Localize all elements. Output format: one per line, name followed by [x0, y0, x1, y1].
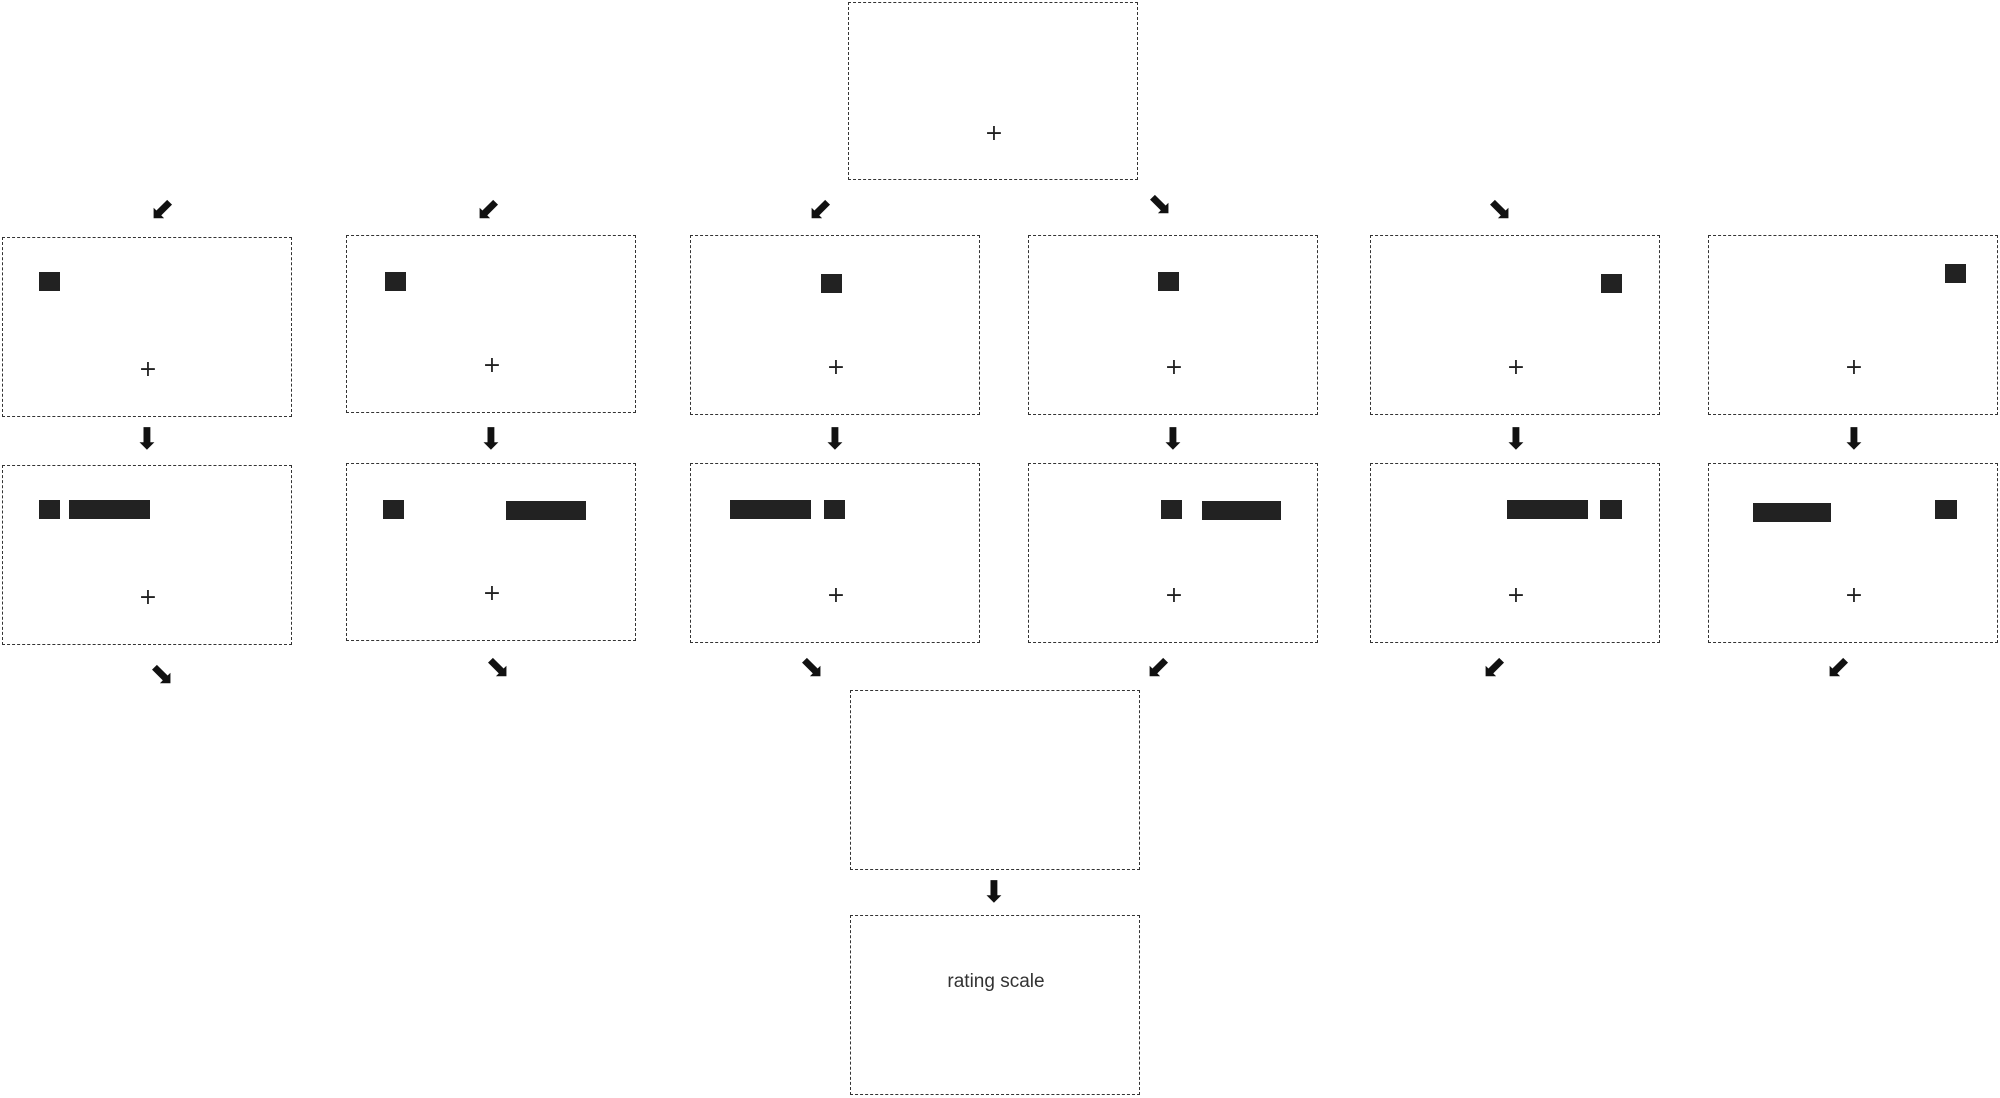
fixation-cross: + [1844, 583, 1864, 608]
target-bar [69, 500, 150, 519]
cue-square [821, 274, 842, 293]
arrow-down-left-icon: ⬋ [475, 192, 501, 227]
arrow-down-left-icon: ⬋ [1825, 650, 1851, 685]
arrow-down-right-icon: ⬊ [1487, 192, 1513, 227]
arrow-down-right-icon: ⬊ [485, 650, 511, 685]
cue-square [39, 500, 60, 519]
target-bar [506, 501, 586, 520]
target-frame-1: + [2, 465, 292, 645]
arrow-down-left-icon: ⬋ [149, 192, 175, 227]
target-bar [1202, 501, 1281, 520]
arrow-down-right-icon: ⬊ [1147, 187, 1173, 222]
fixation-cross: + [1506, 355, 1526, 380]
arrow-down-icon: ⬇ [478, 422, 504, 457]
arrow-down-left-icon: ⬋ [1481, 650, 1507, 685]
arrow-down-right-icon: ⬊ [149, 657, 175, 692]
arrow-down-icon: ⬇ [134, 422, 160, 457]
fixation-cross: + [138, 585, 158, 610]
fixation-cross: + [482, 581, 502, 606]
arrow-down-right-icon: ⬊ [799, 650, 825, 685]
fixation-cross: + [984, 121, 1004, 146]
cue-square [1158, 272, 1179, 291]
cue-square [1935, 500, 1957, 519]
fixation-cross: + [1164, 583, 1184, 608]
cue-square [383, 500, 404, 519]
cue-frame-3: + [690, 235, 980, 415]
fixation-cross: + [1506, 583, 1526, 608]
target-frame-4: + [1028, 463, 1318, 643]
cue-square [1945, 264, 1966, 283]
blank-frame [850, 690, 1140, 870]
arrow-down-left-icon: ⬋ [807, 192, 833, 227]
target-bar [730, 500, 811, 519]
cue-frame-2: + [346, 235, 636, 413]
cue-square [385, 272, 406, 291]
cue-frame-6: + [1708, 235, 1998, 415]
arrow-down-icon: ⬇ [981, 875, 1007, 910]
cue-frame-1: + [2, 237, 292, 417]
fixation-cross: + [1844, 355, 1864, 380]
cue-frame-4: + [1028, 235, 1318, 415]
cue-square [1601, 274, 1622, 293]
target-bar [1753, 503, 1831, 522]
start-fixation-frame: + [848, 2, 1138, 180]
cue-square [39, 272, 60, 291]
rating-scale-label: rating scale [947, 971, 1045, 992]
fixation-cross: + [482, 353, 502, 378]
fixation-cross: + [826, 583, 846, 608]
arrow-down-icon: ⬇ [822, 422, 848, 457]
target-frame-3: + [690, 463, 980, 643]
target-frame-6: + [1708, 463, 1998, 643]
target-frame-2: + [346, 463, 636, 641]
cue-square [824, 500, 845, 519]
arrow-down-icon: ⬇ [1160, 422, 1186, 457]
fixation-cross: + [826, 355, 846, 380]
arrow-down-left-icon: ⬋ [1145, 650, 1171, 685]
target-frame-5: + [1370, 463, 1660, 643]
cue-square [1161, 500, 1182, 519]
rating-frame: rating scale [850, 915, 1140, 1095]
target-bar [1507, 500, 1588, 519]
arrow-down-icon: ⬇ [1841, 422, 1867, 457]
cue-frame-5: + [1370, 235, 1660, 415]
fixation-cross: + [138, 357, 158, 382]
arrow-down-icon: ⬇ [1503, 422, 1529, 457]
fixation-cross: + [1164, 355, 1184, 380]
cue-square [1600, 500, 1622, 519]
